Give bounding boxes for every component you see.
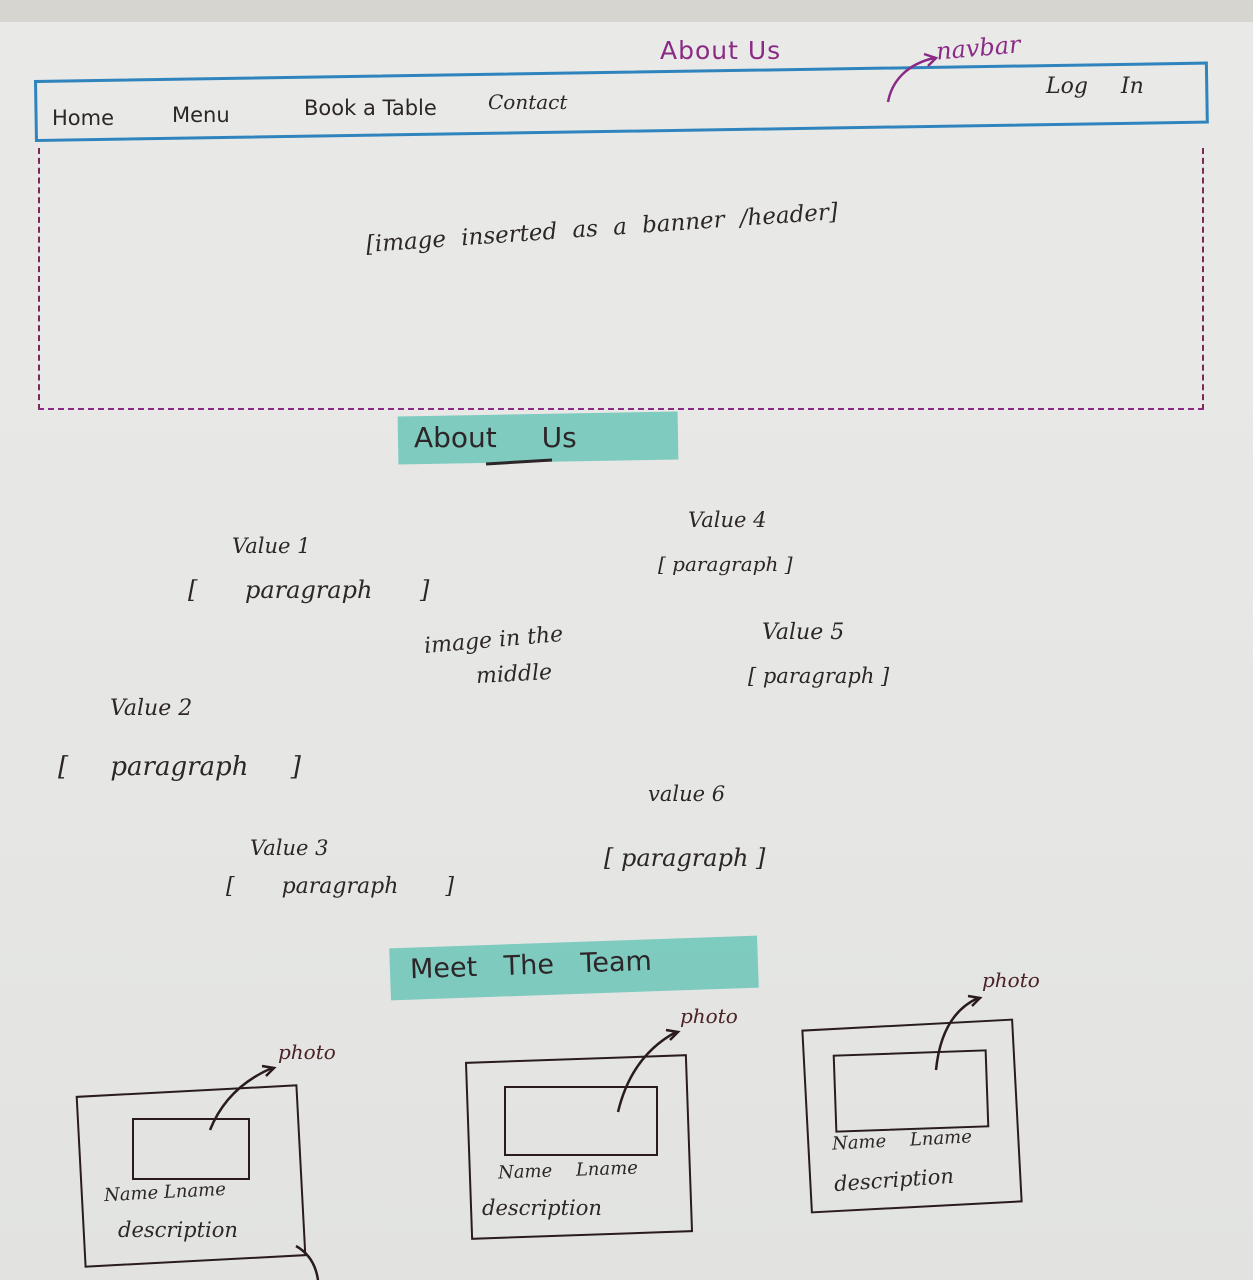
card-3-photo-arrow-icon bbox=[934, 996, 979, 1071]
team-card-2-photo bbox=[504, 1086, 658, 1156]
about-heading: About Us bbox=[414, 421, 577, 454]
team-card-2-photo-label: photo bbox=[680, 1004, 738, 1028]
value-2-title: Value 2 bbox=[110, 696, 193, 721]
team-card-2-description: description bbox=[482, 1196, 602, 1220]
nav-item-book-a-table[interactable]: Book a Table bbox=[304, 96, 437, 120]
nav-login[interactable]: Log In bbox=[1046, 74, 1144, 99]
card-2-photo-arrow-icon bbox=[616, 1030, 677, 1113]
page-title-note: About Us bbox=[660, 36, 782, 65]
value-5-paragraph: [ paragraph ] bbox=[748, 664, 890, 688]
value-6-paragraph: [ paragraph ] bbox=[604, 844, 766, 872]
value-6-title: value 6 bbox=[648, 782, 726, 806]
nav-item-contact[interactable]: Contact bbox=[488, 90, 568, 114]
nav-item-menu[interactable]: Menu bbox=[172, 103, 230, 127]
value-5-title: Value 5 bbox=[762, 620, 845, 645]
value-4-paragraph: [ paragraph ] bbox=[658, 552, 793, 576]
value-1-paragraph: [ paragraph ] bbox=[188, 576, 430, 604]
banner-wireframe bbox=[38, 148, 1204, 410]
value-3-title: Value 3 bbox=[250, 836, 329, 860]
value-4-title: Value 4 bbox=[688, 508, 767, 532]
team-card-1-photo-label: photo bbox=[278, 1040, 336, 1064]
nav-item-home[interactable]: Home bbox=[52, 106, 115, 130]
team-card-3-photo-label: photo bbox=[982, 968, 1040, 992]
team-card-1-description: description bbox=[118, 1218, 238, 1242]
paper-sheet bbox=[0, 22, 1253, 1280]
value-2-paragraph: [ paragraph ] bbox=[58, 752, 301, 782]
desk-background bbox=[0, 0, 1253, 22]
card-1-photo-arrow-icon bbox=[208, 1066, 273, 1131]
value-3-paragraph: [ paragraph ] bbox=[226, 874, 454, 899]
value-1-title: Value 1 bbox=[232, 534, 311, 558]
team-card-1-photo bbox=[132, 1118, 250, 1180]
navbar-arrow-icon bbox=[886, 56, 935, 103]
about-underline bbox=[485, 458, 553, 466]
